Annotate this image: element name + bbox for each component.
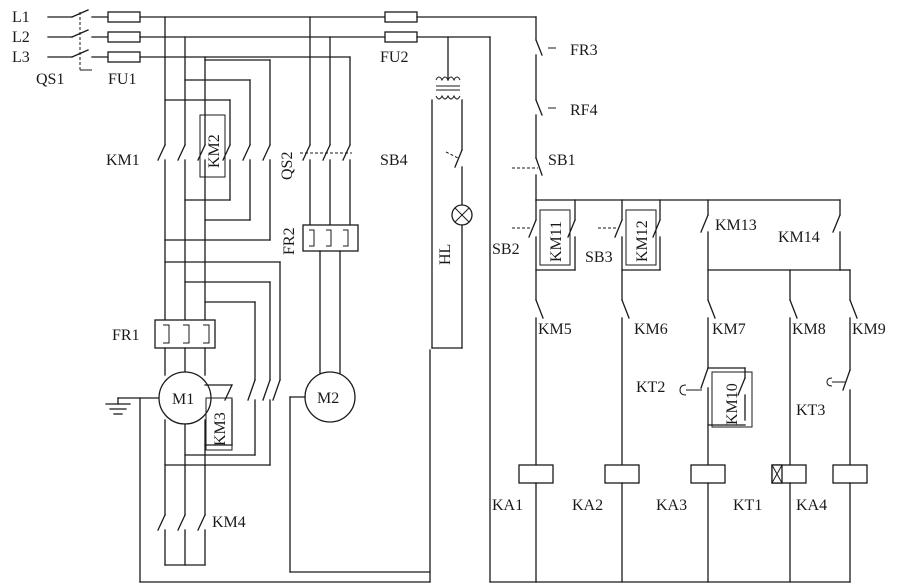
label-km5: KM5 [538, 321, 572, 338]
label-km13: KM13 [715, 217, 757, 234]
km4-contacts [139, 397, 206, 583]
label-l1: L1 [12, 9, 30, 26]
label-km2: KM2 [206, 134, 223, 168]
fr1-overload [154, 319, 216, 376]
label-sb3: SB3 [585, 249, 613, 266]
m2-circuit [139, 16, 431, 583]
label-km12: KM12 [634, 220, 651, 262]
label-rf4: RF4 [570, 102, 598, 119]
label-ka4: KA4 [796, 497, 827, 514]
label-km9: KM9 [852, 321, 886, 338]
lamp-circuit [431, 36, 473, 349]
label-fu1: FU1 [108, 71, 136, 88]
label-qs2: QS2 [279, 152, 296, 180]
label-km8: KM8 [792, 321, 826, 338]
label-sb2: SB2 [492, 241, 520, 258]
supply-lines [47, 9, 537, 71]
label-ka3: KA3 [656, 497, 687, 514]
label-km10: KM10 [724, 383, 741, 425]
control-circuit [489, 16, 868, 583]
component-labels: L1 L2 L3 QS1 FU1 FU2 KM1 KM2 QS2 FR2 FR1… [12, 9, 886, 531]
label-fu2: FU2 [380, 49, 408, 66]
label-km3: KM3 [212, 412, 229, 446]
label-km4: KM4 [212, 514, 246, 531]
m1-main-circuit [157, 16, 281, 381]
label-km14: KM14 [778, 229, 820, 246]
m1-motor [105, 371, 212, 516]
label-kt2: KT2 [636, 379, 665, 396]
label-km7: KM7 [712, 321, 746, 338]
label-hl: HL [437, 244, 454, 265]
km3-contacts [164, 379, 281, 466]
label-ka2: KA2 [572, 497, 603, 514]
label-fr3: FR3 [570, 42, 598, 59]
label-m2: M2 [317, 390, 339, 407]
label-fr1: FR1 [112, 327, 140, 344]
label-l3: L3 [12, 49, 30, 66]
label-ka1: KA1 [492, 497, 523, 514]
label-sb4: SB4 [380, 152, 408, 169]
label-kt1: KT1 [733, 497, 762, 514]
label-l2: L2 [12, 29, 30, 46]
label-km1: KM1 [106, 152, 140, 169]
label-km11: KM11 [548, 221, 565, 262]
label-qs1: QS1 [36, 71, 64, 88]
label-sb1: SB1 [548, 152, 576, 169]
label-m1: M1 [172, 391, 194, 408]
label-kt3: KT3 [796, 402, 825, 419]
label-fr2: FR2 [281, 227, 298, 255]
label-km6: KM6 [634, 321, 668, 338]
